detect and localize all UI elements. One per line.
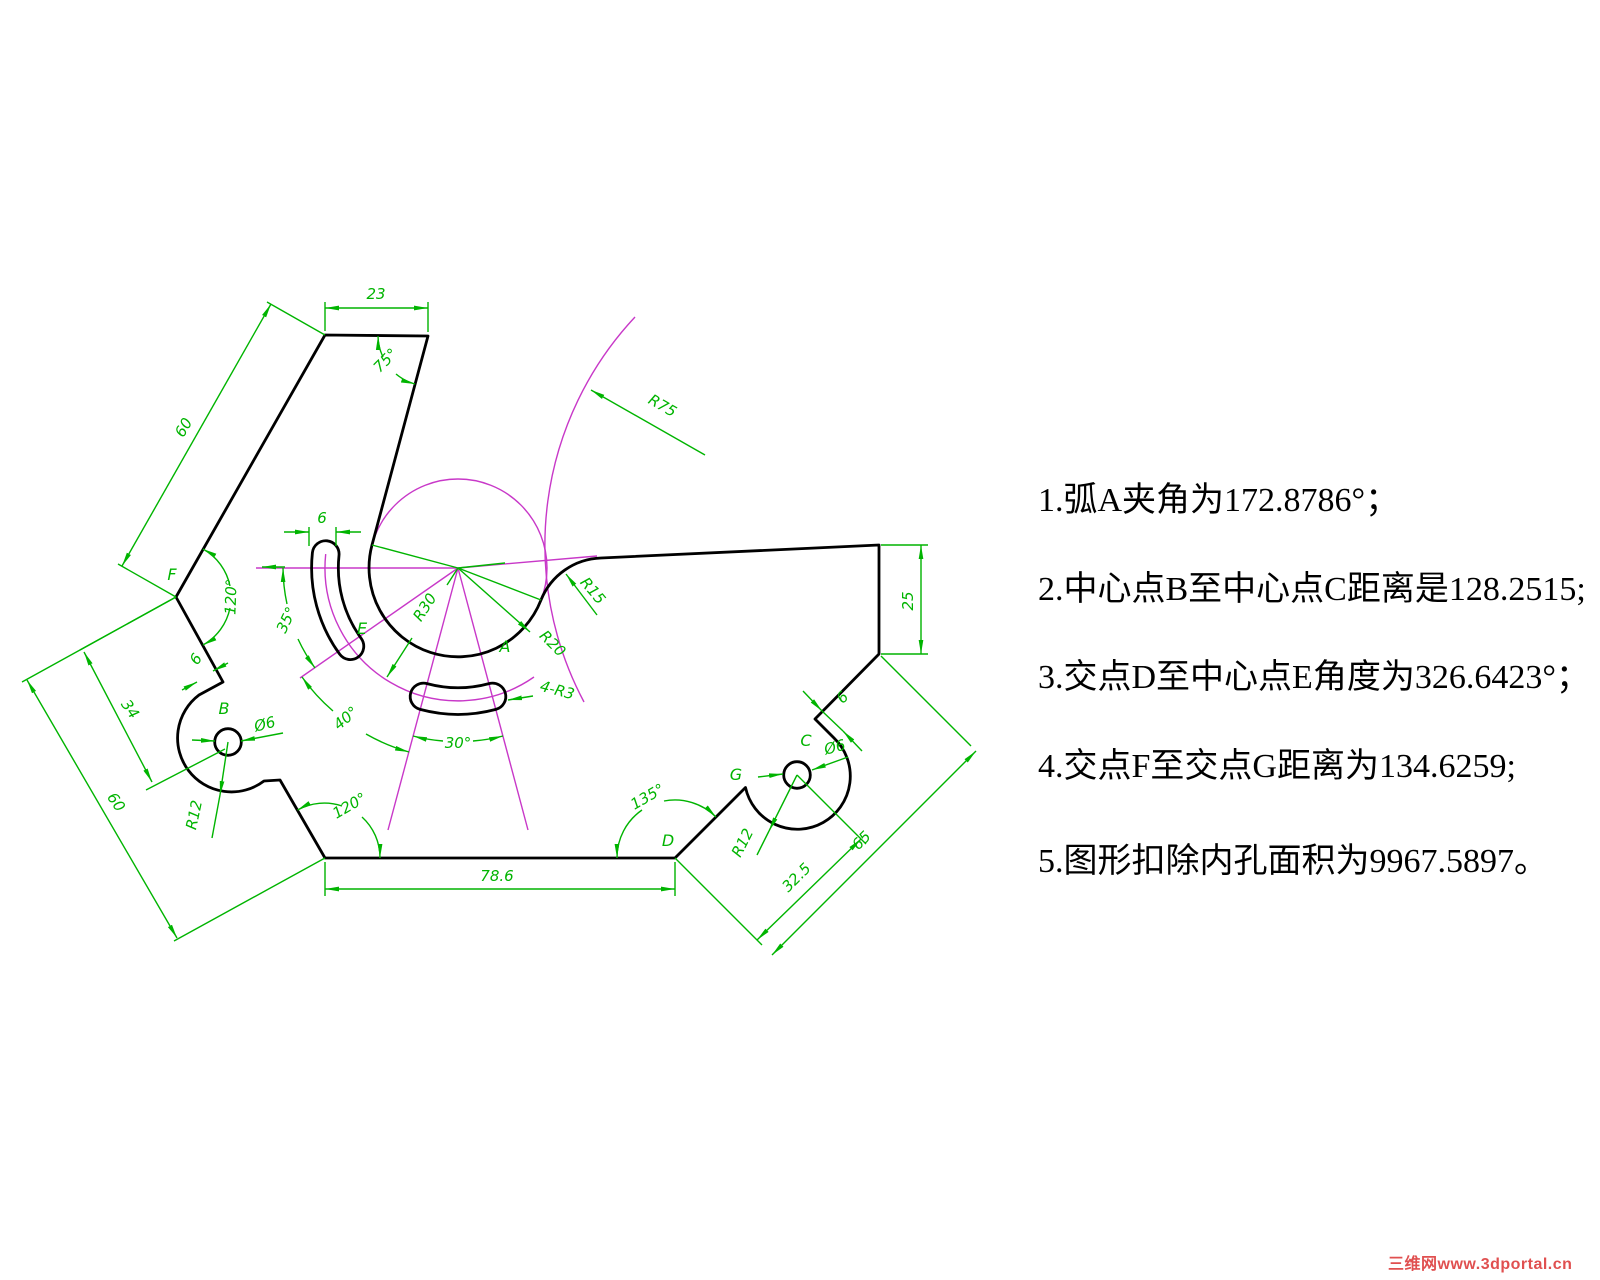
dim-upper-left-length-text: 60 [171,415,196,441]
dim-radius-r30: R30 [387,567,459,677]
point-f-label: F [167,565,177,584]
dim-radius-r15: R15 [565,573,609,616]
dim-upper-left-length: 60 [117,301,326,598]
radial-75 [457,567,529,831]
slot-left [310,539,366,661]
dim-top-angle: 75° [370,335,416,385]
dim-bottom-width-text: 78.6 [480,867,513,885]
radial-105 [387,567,459,831]
dim-top-angle-text: 75° [370,345,402,377]
part-geometry [174,333,881,860]
dim-slot-width-text: 6 [317,509,327,527]
dim-radius-r75: R75 [590,389,706,456]
note-line-4: 4.交点F至交点G距离为134.6259; [1038,748,1516,785]
dim-angle-30: 30° [412,734,504,752]
dim-hole-c: C Ø6 R12 [728,731,849,860]
dim-hole-c-radius-text: R12 [728,825,757,859]
watermark: 三维网www.3dportal.cn [1388,1256,1573,1273]
dim-left-length-34-text: 34 [117,696,143,722]
dim-angle-40-text: 40° [330,703,362,734]
dim-right-height-text: 25 [899,591,917,610]
dim-offset-65-text: 65 [848,827,874,853]
note-line-3: 3.交点D至中心点E角度为326.6423°； [1038,659,1590,696]
point-g-label: G [730,765,742,784]
dim-angle-35: 35° [262,564,316,669]
dim-radius-r75-text: R75 [645,390,680,420]
dim-angle-40: 40° [301,676,410,753]
dim-bottom-right-angle-text: 135° [627,780,667,814]
dim-radius-r15-text: R15 [576,574,609,608]
dim-top-width: 23 [324,285,429,332]
dim-offset-32-5: 32.5 [674,774,867,946]
dim-slot-end-radius: 4-R3 [507,677,576,703]
part-outline [174,333,881,860]
dim-left-step-text: 6 [186,650,206,668]
dim-bottom-left-angle-text: 120° [329,789,369,823]
slot-bottom [408,681,508,716]
dim-lower-left-length: 60 [21,596,326,942]
dim-f-angle-text: 120° [221,578,240,615]
note-line-2: 2.中心点B至中心点C距离是128.2515; [1038,571,1586,608]
dim-hole-b-radius-text: R12 [182,799,206,832]
point-b-label: B [219,699,230,718]
note-line-5: 5.图形扣除内孔面积为9967.5897。 [1038,843,1548,880]
point-a-label: A [499,637,511,656]
point-e-label: E [357,619,368,638]
dim-bottom-right-angle: 135° D [614,780,717,859]
dim-hole-c-diameter-text: Ø6 [821,736,847,759]
dim-angle-35-text: 35° [273,604,301,636]
dim-f-angle: 120° [202,548,241,646]
point-c-label: C [800,731,812,750]
point-d-label: D [662,831,674,850]
dimensions: 23 75° 60 120° 6 [21,285,977,956]
dim-right-height: 25 [881,544,928,655]
dim-hole-b-diameter-text: Ø6 [251,713,277,736]
dim-radius-r20-text: R20 [536,627,570,661]
dim-angle-30-text: 30° [445,734,472,752]
dim-slot-end-radius-text: 4-R3 [538,677,576,703]
note-line-1: 1.弧A夹角为172.8786°； [1038,482,1400,519]
dim-top-width-text: 23 [366,285,385,303]
dim-hole-b: B Ø6 R12 [182,699,284,839]
construction-arc-r75 [544,316,636,703]
dim-offset-65: 65 [771,655,977,956]
dim-radius-r30-text: R30 [409,590,440,625]
radial-35 [299,567,459,679]
dim-bottom-width: 78.6 [324,862,676,896]
dim-lower-left-length-text: 60 [103,789,129,815]
dim-bottom-left-angle: 120° [297,789,383,859]
dim-slot-width: 6 [284,509,361,546]
